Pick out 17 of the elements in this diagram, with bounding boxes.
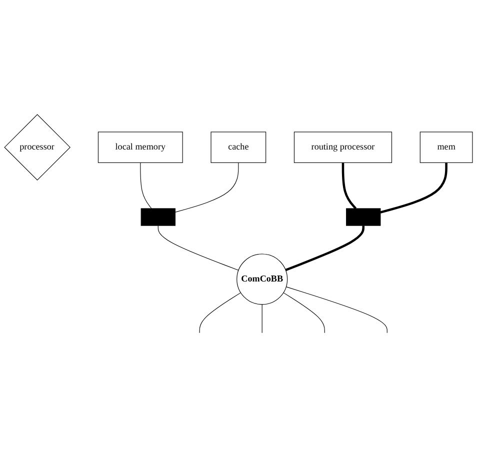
- node-box: cache: [210, 132, 266, 164]
- node-circle: ComCoBB: [236, 254, 288, 305]
- connector: [283, 292, 325, 334]
- node-bar: [140, 208, 176, 226]
- node-bar: [346, 208, 381, 226]
- connector: [286, 286, 388, 334]
- connector: [174, 162, 239, 213]
- connector: [140, 162, 152, 210]
- connector: [285, 226, 365, 272]
- node-box: routing processor: [294, 132, 392, 164]
- node-box: local memory: [98, 132, 183, 164]
- connector: [342, 162, 357, 210]
- node-box: mem: [420, 132, 473, 164]
- connector: [380, 162, 448, 214]
- connector: [158, 226, 239, 271]
- connector: [199, 292, 242, 334]
- node-diamond: processor: [4, 114, 70, 181]
